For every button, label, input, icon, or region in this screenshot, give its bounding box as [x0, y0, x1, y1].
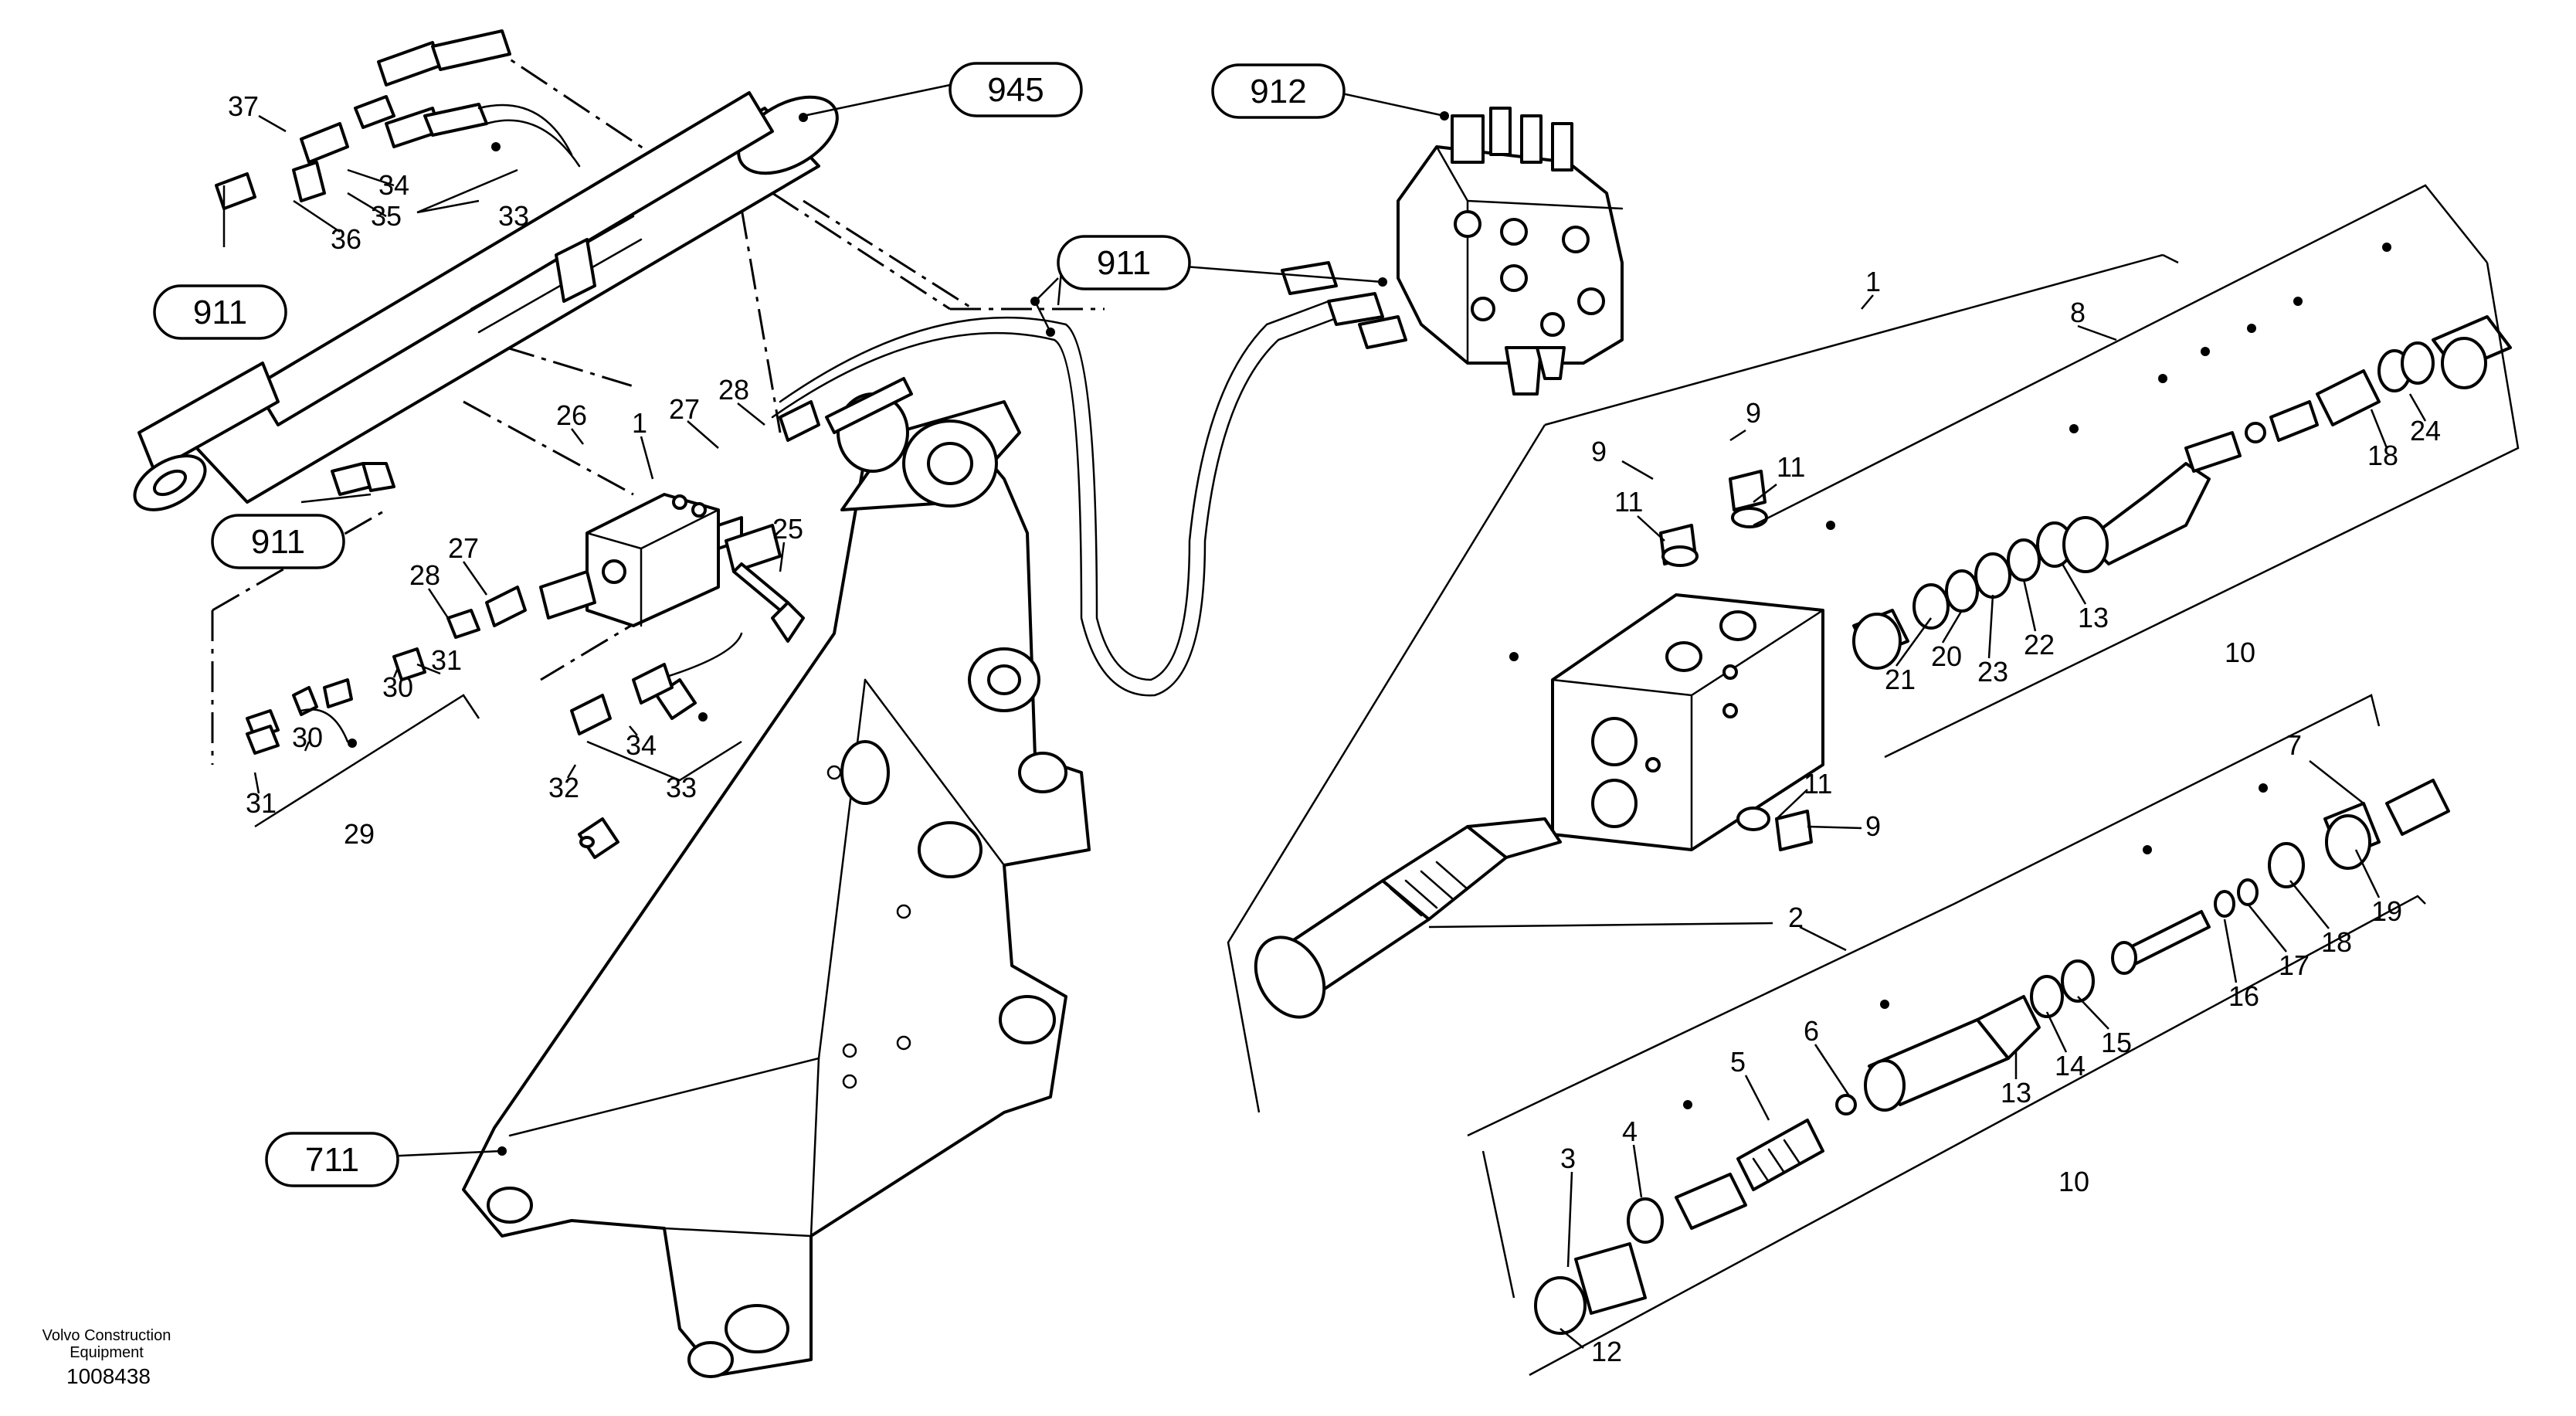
dot-markers: [348, 111, 2391, 1156]
callout-perimeter-lines: [1227, 184, 2520, 1377]
svg-text:912: 912: [1250, 73, 1306, 110]
callout-18-upper: 18: [2367, 440, 2398, 471]
svg-text:911: 911: [1097, 244, 1151, 282]
callout-21: 21: [1885, 664, 1916, 695]
callout-25: 25: [772, 513, 803, 545]
callout-16: 16: [2228, 980, 2259, 1012]
reference-bubble-912[interactable]: 912: [1211, 63, 1346, 119]
callout-15: 15: [2101, 1027, 2132, 1058]
callout-4: 4: [1622, 1115, 1638, 1147]
callout-37: 37: [228, 90, 259, 122]
upper-valve-components: [1852, 315, 2512, 670]
callout-leaders: [253, 114, 2427, 1349]
callout-29: 29: [344, 818, 375, 850]
callout-17: 17: [2279, 949, 2310, 981]
callout-11-middle: 11: [1804, 768, 1832, 800]
callout-13-upper: 13: [2078, 602, 2109, 633]
callout-9-top-left: 9: [1591, 436, 1607, 467]
callout-30-left: 30: [292, 722, 323, 753]
callout-6: 6: [1804, 1015, 1819, 1047]
lower-valve-components: [1534, 779, 2450, 1335]
callout-8: 8: [2070, 297, 2086, 328]
reference-bubble-945[interactable]: 945: [949, 62, 1083, 117]
callout-10-lower: 10: [2058, 1166, 2089, 1197]
callout-23: 23: [1977, 656, 2008, 688]
callout-18-lower: 18: [2321, 926, 2352, 958]
callout-3: 3: [1560, 1143, 1576, 1174]
callout-5: 5: [1730, 1046, 1746, 1078]
svg-text:945: 945: [987, 71, 1044, 109]
svg-text:911: 911: [193, 294, 247, 331]
callout-31-left: 31: [246, 787, 277, 819]
callout-22: 22: [2024, 629, 2055, 660]
reference-bubble-911-top[interactable]: 911: [1057, 235, 1191, 290]
callout-11-left: 11: [1614, 486, 1643, 518]
reference-bubble-911-left-upper[interactable]: 911: [153, 284, 287, 340]
callout-30-right: 30: [382, 671, 413, 703]
callout-32: 32: [548, 772, 579, 803]
svg-text:711: 711: [305, 1141, 359, 1179]
callout-19: 19: [2371, 895, 2402, 927]
callout-20: 20: [1931, 640, 1962, 672]
callout-14: 14: [2055, 1050, 2086, 1082]
hydraulic-cylinder: [133, 91, 839, 511]
boom-frame: [462, 392, 1091, 1378]
control-valve-block: [1397, 107, 1624, 396]
callout-1-right: 1: [1865, 266, 1881, 297]
callout-31-right: 31: [431, 644, 462, 676]
brand-line-1: Volvo Construction: [42, 1327, 171, 1344]
callout-28-top: 28: [718, 374, 749, 406]
callout-27-top: 27: [669, 393, 700, 425]
callout-9-middle: 9: [1865, 810, 1881, 842]
callout-13-lower: 13: [2001, 1077, 2031, 1109]
publisher-logo-text: Volvo Construction Equipment: [29, 1327, 184, 1361]
fittings-left-group: [215, 29, 1407, 859]
callout-34-bottom: 34: [626, 729, 657, 761]
reference-bubble-711[interactable]: 711: [265, 1132, 399, 1187]
reference-bubble-911-left-lower[interactable]: 911: [211, 514, 345, 569]
svg-text:911: 911: [251, 523, 305, 561]
callout-26: 26: [556, 399, 587, 431]
callout-7: 7: [2286, 729, 2302, 761]
callout-27-left: 27: [448, 532, 479, 564]
callout-10-upper: 10: [2225, 637, 2255, 668]
relief-valve-block: [1551, 470, 1824, 851]
callout-2: 2: [1788, 902, 1804, 933]
callout-12: 12: [1591, 1336, 1622, 1367]
callout-11-right: 11: [1777, 451, 1805, 483]
hydraulic-hose: [771, 300, 1342, 697]
cartridge-valve: [1254, 817, 1562, 1019]
callout-1-left: 1: [632, 407, 647, 439]
brand-line-2: Equipment: [70, 1344, 144, 1361]
distribution-block-left: [539, 493, 743, 627]
callout-33-top: 33: [498, 200, 529, 232]
drawing-number: 1008438: [66, 1364, 151, 1388]
callout-9-top-right: 9: [1746, 397, 1761, 429]
callout-28-left: 28: [409, 559, 440, 591]
